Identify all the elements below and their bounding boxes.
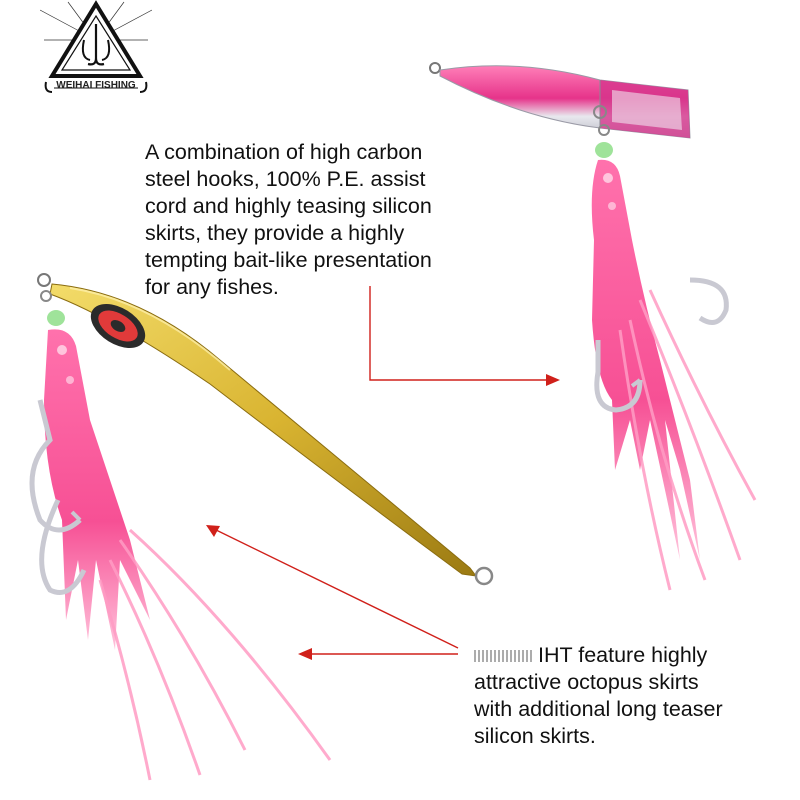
caption-line: steel hooks, 100% P.E. assist [145,167,426,191]
caption-line: IHT feature highly [474,642,794,669]
caption-line: for any fishes. [145,275,279,299]
garbled-text-artifact [474,650,532,663]
brand-name: WEIHAI FISHING [56,80,136,91]
arrow-left-icon [206,525,459,660]
caption-top: A combination of high carbon steel hooks… [145,139,505,301]
caption-line-text: IHT feature highly [538,643,708,667]
caption-line: cord and highly teasing silicon [145,194,432,218]
caption-line: with additional long teaser [474,697,723,721]
caption-line: attractive octopus skirts [474,670,699,694]
caption-line: silicon skirts. [474,724,596,748]
gold-jig [29,273,494,781]
caption-line: skirts, they provide a highly [145,221,405,245]
popper-lure [429,62,757,591]
triangle-hook-logo-icon [39,0,153,93]
brand-logo: WEIHAI FISHING [39,0,153,100]
arrow-right-icon [369,286,560,386]
caption-bottom: IHT feature highly attractive octopus sk… [474,642,794,750]
caption-line: tempting bait-like presentation [145,248,432,272]
caption-line: A combination of high carbon [145,140,423,164]
